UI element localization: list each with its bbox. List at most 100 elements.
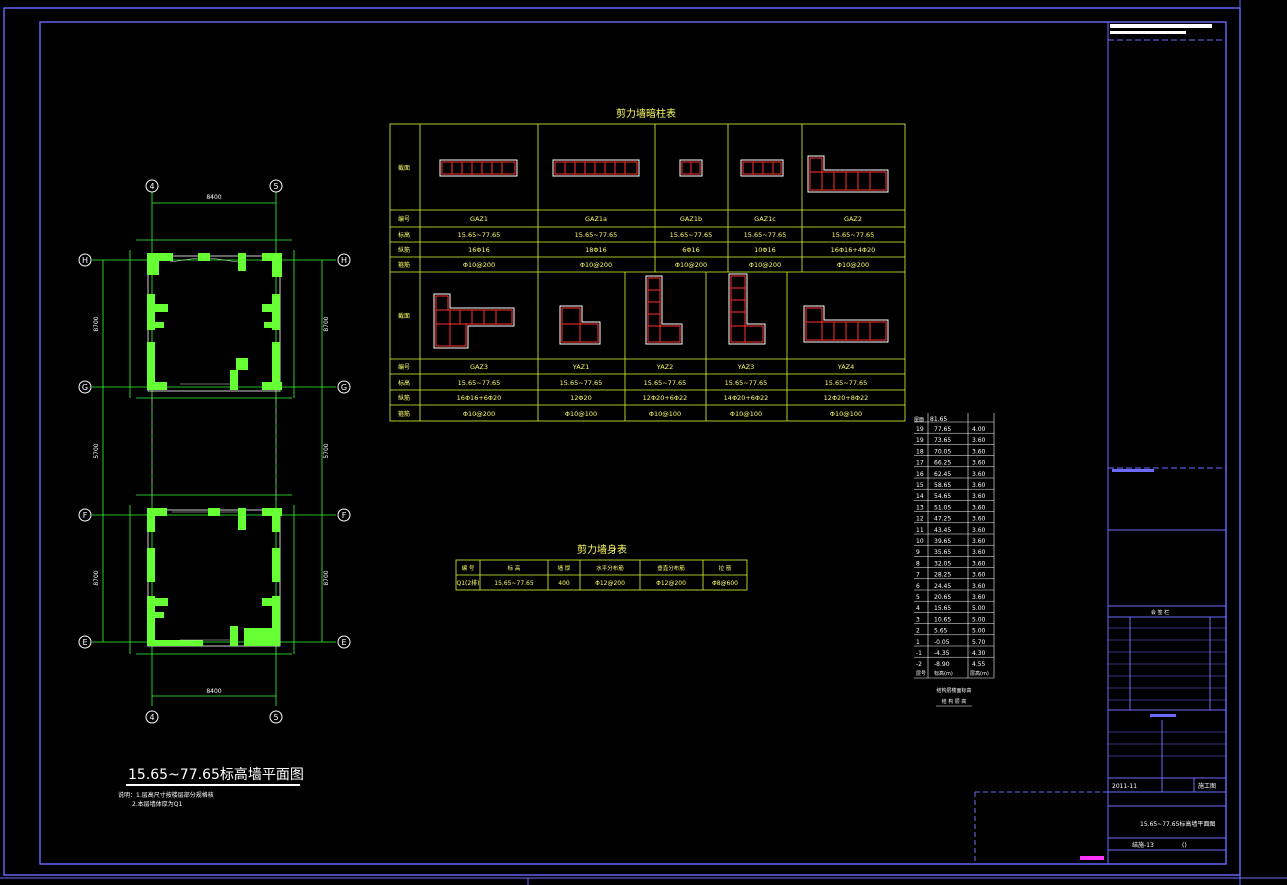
- col-long-yaz4: 12Φ20+8Φ22: [824, 394, 869, 402]
- axis-bubble-F-left: F: [78, 508, 92, 522]
- svg-text:G: G: [341, 383, 347, 392]
- axis-bubble-E-left: E: [78, 635, 92, 649]
- axis-bubble-H-right: H: [337, 253, 351, 267]
- row-label-id-2: 编号: [398, 363, 410, 371]
- level-cell: 3: [916, 616, 920, 623]
- level-cell: 3.60: [972, 437, 986, 444]
- svg-text:H: H: [341, 256, 347, 265]
- col-stir-gaz3: Φ10@200: [463, 410, 495, 418]
- col-elev-gaz1a: 15.65~77.65: [575, 231, 618, 239]
- col-long-yaz1: 12Φ20: [570, 394, 592, 402]
- title-block: 会 签 栏 2011-11 施工图 15.65~77.65标高墙平面图 结施-1…: [974, 22, 1226, 864]
- level-cell: 3.60: [972, 460, 986, 467]
- level-cell: -1: [916, 650, 922, 657]
- level-cell: 7: [916, 572, 920, 579]
- axis-bubble-F-right: F: [337, 508, 351, 522]
- level-cell: 19: [916, 437, 924, 444]
- dim-bottom: 8400: [206, 688, 221, 695]
- level-cell: 13: [916, 504, 924, 511]
- level-cell: 16: [916, 471, 924, 478]
- level-cell: 12: [916, 516, 924, 523]
- row-label-section-2: 截面: [398, 312, 410, 320]
- row-label-long-1: 纵筋: [398, 246, 410, 254]
- dim-side-right-bottom: 8700: [323, 570, 330, 585]
- level-cell: 4.30: [972, 650, 986, 657]
- axis-bubble-4-bottom: 4: [145, 710, 159, 724]
- row-label-id-1: 编号: [398, 215, 410, 223]
- col-long-gaz1c: 10Φ16: [754, 246, 776, 254]
- level-cell: 9: [916, 549, 920, 556]
- tb-stage: 施工图: [1198, 782, 1216, 790]
- level-cell: 3.60: [972, 493, 986, 500]
- col-long-gaz1: 16Φ16: [468, 246, 490, 254]
- level-cell: 73.65: [934, 437, 951, 444]
- level-cell: 20.65: [934, 594, 951, 601]
- level-cell: 35.65: [934, 549, 951, 556]
- axis-bubble-G-left: G: [78, 380, 92, 394]
- level-cell: 32.05: [934, 560, 951, 567]
- axis-bubble-E-right: E: [337, 635, 351, 649]
- row-label-long-2: 纵筋: [398, 394, 410, 402]
- col-elev-yaz2: 15.65~77.65: [644, 379, 687, 387]
- level-cell: 11: [916, 527, 924, 534]
- wall-cell-tie: Φ8@600: [712, 580, 738, 587]
- level-cell: 62.45: [934, 471, 951, 478]
- row-label-stir-2: 箍筋: [398, 410, 410, 418]
- level-cell: 3.60: [972, 583, 986, 590]
- level-cell: 43.45: [934, 527, 951, 534]
- wall-cell-vert: Φ12@200: [656, 580, 686, 587]
- level-cell: 15: [916, 482, 924, 489]
- level-cell: 3.60: [972, 504, 986, 511]
- col-stir-gaz1a: Φ10@200: [580, 261, 612, 269]
- col-elev-yaz4: 15.65~77.65: [825, 379, 868, 387]
- level-cell: 5.00: [972, 616, 986, 623]
- col-id-gaz2: GAZ2: [844, 215, 862, 223]
- level-cell: 66.25: [934, 460, 951, 467]
- level-cell: 4: [916, 605, 920, 612]
- col-id-gaz3: GAZ3: [470, 363, 488, 371]
- level-cell: 3.60: [972, 448, 986, 455]
- tb-number: 结施-13: [1132, 841, 1154, 849]
- col-stir-gaz1c: Φ10@200: [749, 261, 781, 269]
- wall-cell-id: Q1(2排): [456, 579, 479, 587]
- col-stir-yaz4: Φ10@100: [830, 410, 862, 418]
- plan-note-2: 2.本层墙体厚为Q1: [132, 800, 182, 808]
- col-id-yaz2: YAZ2: [656, 363, 674, 371]
- level-cell: 39.65: [934, 538, 951, 545]
- svg-text:F: F: [342, 511, 347, 520]
- level-cell: 5.00: [972, 628, 986, 635]
- level-caption-2: 结 构 层 高: [942, 698, 967, 705]
- column-table-title: 剪力墙暗柱表: [616, 107, 676, 120]
- dim-side-left-top: 8700: [93, 316, 100, 331]
- level-cell: 77.65: [934, 426, 951, 433]
- svg-text:F: F: [83, 511, 88, 520]
- level-cell: 15.65: [934, 605, 951, 612]
- level-cell: 18: [916, 448, 924, 455]
- col-id-yaz1: YAZ1: [572, 363, 590, 371]
- level-cell: -2: [916, 661, 922, 668]
- level-cell: 10: [916, 538, 924, 545]
- tb-date: 2011-11: [1112, 783, 1137, 790]
- level-roof-label: 屋面: [914, 417, 924, 423]
- wall-head-tie: 拉 筋: [719, 564, 732, 572]
- dim-side-right-mid: 5700: [323, 443, 330, 458]
- col-long-gaz1a: 18Φ16: [585, 246, 607, 254]
- level-foot-height: 层高(m): [970, 670, 989, 677]
- wall-cell-thick: 400: [558, 580, 570, 587]
- tb-drawing-name: 15.65~77.65标高墙平面图: [1140, 820, 1215, 828]
- wall-cell-elev: 15.65~77.65: [494, 580, 534, 587]
- wall-head-vert: 垂直分布筋: [657, 564, 685, 572]
- row-label-section-1: 截面: [398, 164, 410, 172]
- col-id-yaz3: YAZ3: [737, 363, 755, 371]
- level-caption-1: 结构层楼面标高: [936, 687, 971, 694]
- level-cell: 3.60: [972, 482, 986, 489]
- level-cell: -0.05: [934, 639, 950, 646]
- level-cell: 19: [916, 426, 924, 433]
- col-stir-gaz1b: Φ10@200: [675, 261, 707, 269]
- level-cell: -8.90: [934, 661, 950, 668]
- level-cell: 3.60: [972, 538, 986, 545]
- col-long-yaz2: 12Φ20+6Φ22: [643, 394, 688, 402]
